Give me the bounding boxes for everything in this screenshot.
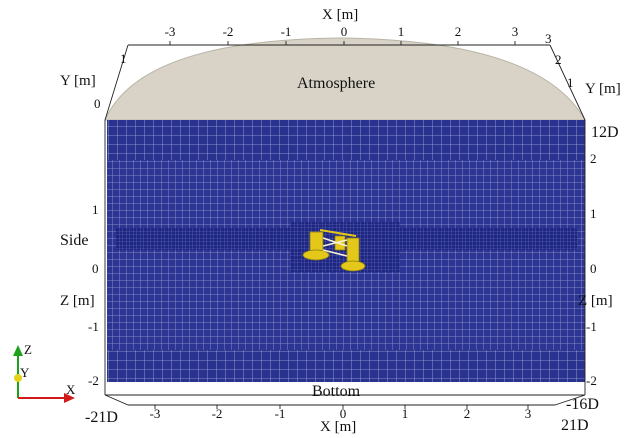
x-top-tick: 2 (454, 24, 462, 39)
x-bottom-tick: -1 (274, 406, 286, 421)
z-right-tick: 2 (590, 151, 597, 166)
y-right-tick: 3 (545, 31, 552, 46)
x-bottom-tick: -2 (211, 406, 223, 421)
triad-y-label: Y (20, 365, 30, 380)
z-axis-title-right: Z [m] (578, 293, 613, 309)
z-left-tick: -1 (88, 319, 99, 334)
z-left-tick: 0 (92, 261, 99, 276)
triad-x-label: X (66, 382, 76, 397)
y-axis-title-right: Y [m] (585, 81, 621, 97)
floating-device (302, 229, 366, 272)
z-right-tick: 0 (590, 261, 597, 276)
extent-bottom-right: 21D (561, 417, 589, 434)
x-top-tick: 1 (397, 24, 405, 39)
y-left-tick: 0 (94, 96, 101, 111)
bounding-box (104, 44, 586, 406)
x-bottom-tick: -3 (149, 406, 161, 421)
z-axis-title-left: Z [m] (60, 293, 95, 309)
atmosphere-label: Atmosphere (297, 75, 376, 92)
z-right-tick: -1 (586, 319, 597, 334)
extent-bottom-left: -21D (85, 409, 118, 426)
x-bottom-tick: 3 (524, 406, 532, 421)
x-bottom-tick-marks (154, 405, 529, 409)
extent-right-lower: -16D (566, 396, 599, 413)
z-left-tick: -2 (88, 373, 99, 388)
z-right-tick: -2 (586, 373, 597, 388)
x-top-tick: -1 (280, 24, 292, 39)
bottom-label: Bottom (312, 383, 361, 400)
side-label: Side (60, 232, 89, 249)
x-top-tick: 3 (511, 24, 519, 39)
x-bottom-tick: 0 (339, 406, 347, 421)
x-top-tick: 0 (340, 24, 348, 39)
y-right-tick: 2 (555, 52, 562, 67)
x-axis-title-top: X [m] (322, 7, 359, 23)
x-top-tick: -3 (164, 24, 176, 39)
z-left-tick: 1 (92, 202, 99, 217)
z-right-tick: 1 (590, 206, 597, 221)
x-axis-title-bottom: X [m] (320, 419, 357, 435)
mesh-upper-band (107, 120, 585, 160)
y-axis-title-left: Y [m] (60, 73, 96, 89)
mesh-lower-band (107, 350, 585, 382)
extent-top-right: 12D (591, 124, 619, 141)
y-left-tick: 1 (120, 51, 127, 66)
x-top-tick: -2 (222, 24, 234, 39)
atmosphere-surface (104, 37, 586, 121)
x-bottom-tick: 2 (463, 406, 471, 421)
y-right-tick: 1 (567, 75, 574, 90)
orientation-triad (13, 345, 75, 403)
x-bottom-tick: 1 (401, 406, 409, 421)
triad-z-label: Z (24, 342, 32, 357)
x-top-tick-marks (169, 41, 516, 45)
